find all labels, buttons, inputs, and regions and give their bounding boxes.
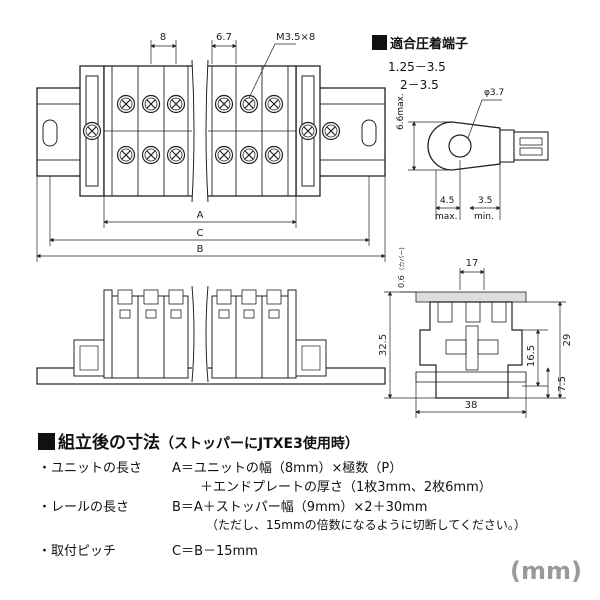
- dim-29: 29: [562, 334, 573, 347]
- dim-B: B: [197, 244, 204, 255]
- dim-C: C: [197, 228, 204, 239]
- dim-38: 38: [465, 400, 478, 411]
- side-view: 17 0.6 (カバー) 32.5 29 16.5 7.5 38: [378, 247, 573, 418]
- crimp-terminal: [408, 99, 549, 220]
- dim-06: 0.6: [397, 275, 406, 288]
- dim-165: 16.5: [526, 345, 537, 367]
- dim-325: 32.5: [378, 334, 389, 356]
- top-view: 8 6.7 M3.5×8 A C B: [36, 32, 386, 262]
- front-view: [36, 285, 386, 385]
- dim-screw: M3.5×8: [276, 32, 315, 43]
- dim-06-note: (カバー): [399, 247, 406, 270]
- dim-17: 17: [466, 258, 479, 269]
- unit-label: (mm): [510, 557, 582, 585]
- dim-pitch: 8: [160, 32, 166, 43]
- dim-75: 7.5: [557, 376, 568, 392]
- dim-67: 6.7: [216, 32, 232, 43]
- dim-A: A: [197, 210, 204, 221]
